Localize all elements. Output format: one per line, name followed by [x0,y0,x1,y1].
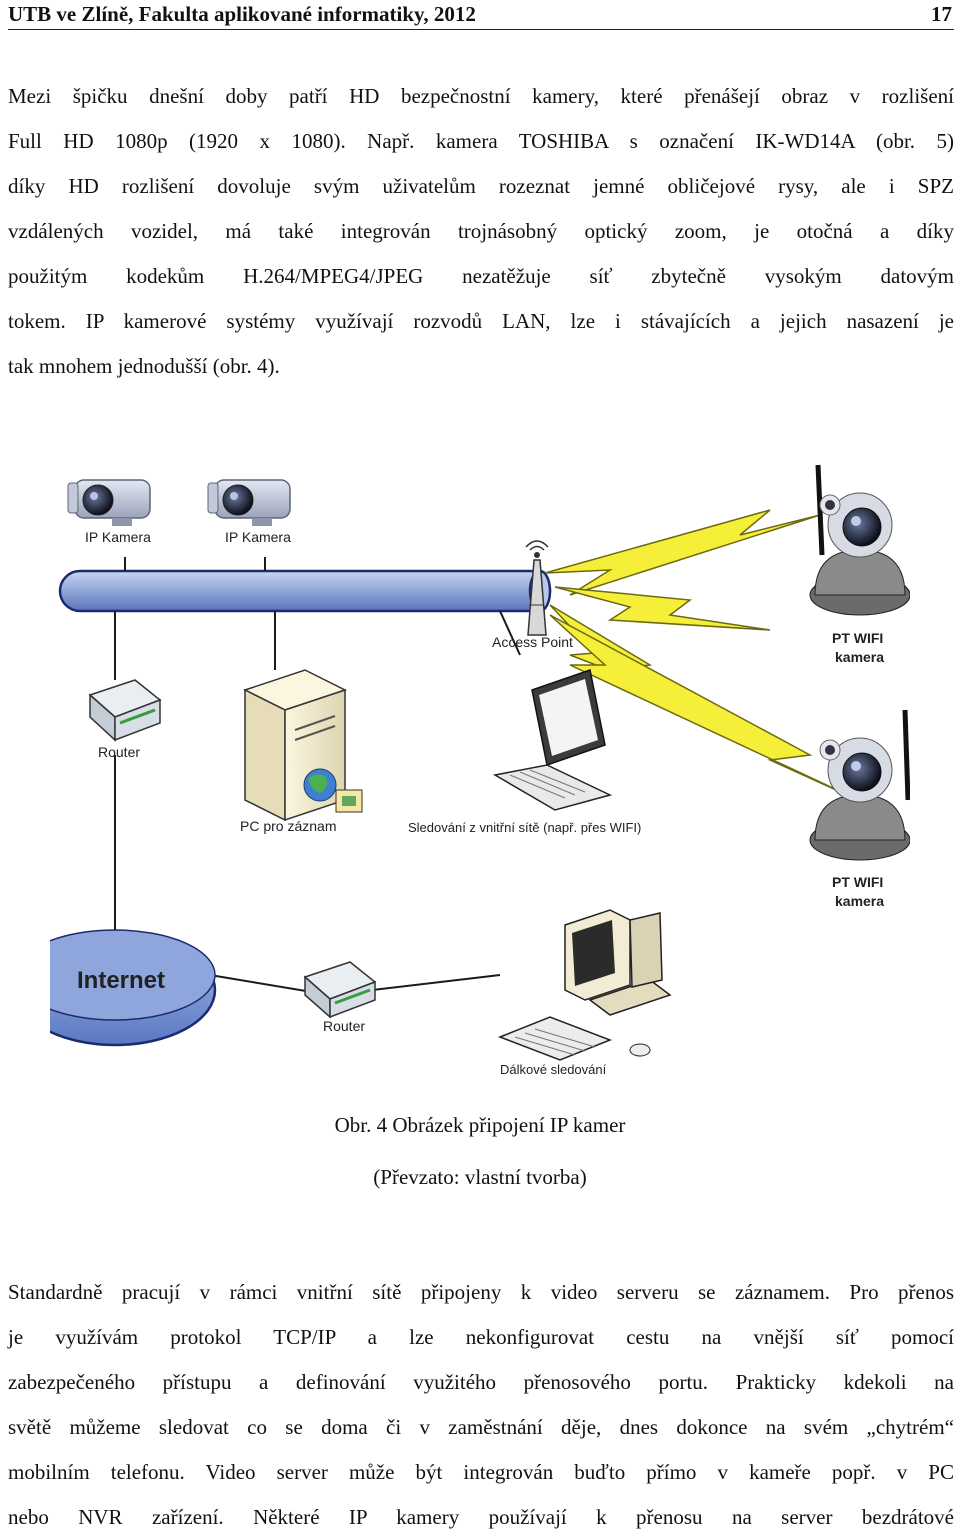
figure-caption: Obr. 4 Obrázek připojení IP kamer [334,1113,626,1137]
server-pc-icon [243,669,363,822]
network-diagram-figure: IP Kamera IP Kamera Access Point [13,455,911,1085]
paragraph-intro: Mezi špičku dnešní doby patří HD bezpečn… [8,74,954,389]
ip-camera-icon [67,479,151,526]
internet-icon [13,929,217,1047]
pt-wifi-camera-label: PT WIFI [832,874,883,890]
header-title: UTB ve Zlíně, Fakulta aplikované informa… [8,2,476,26]
text-line: Mezi špičku dnešní doby patří HD bezpečn… [8,84,954,108]
pt-wifi-camera-label: PT WIFI [832,630,883,646]
ip-camera-label: IP Kamera [85,529,151,545]
pt-wifi-camera-icon [809,464,911,616]
text-line: Full HD 1080p (1920 x 1080). Např. kamer… [8,129,954,153]
text-line: použitým kodekům H.264/MPEG4/JPEG nezatě… [8,264,954,288]
access-point-label: Access Point [492,634,573,650]
network-diagram: IP Kamera IP Kamera Access Point [13,464,911,1077]
remote-pc-icon [497,909,672,1061]
lan-bus [58,569,552,613]
text-line: nebo NVR zařízení. Některé IP kamery pou… [8,1505,954,1529]
figure-source: (Převzato: vlastní tvorba) [373,1165,587,1189]
text-line: Standardně pracují v rámci vnitřní sítě … [8,1280,954,1304]
pt-wifi-camera-label: kamera [835,893,884,909]
ip-camera-icon [207,479,291,526]
paragraph-body: Standardně pracují v rámci vnitřní sítě … [8,1270,954,1531]
access-point-icon [525,540,549,636]
wireless-signal [544,509,881,811]
pt-wifi-camera-icon [809,709,911,861]
text-line: díky HD rozlišení dovoluje svým uživatel… [8,174,954,198]
remote-monitoring-label: Dálkové sledování [500,1062,607,1077]
laptop-label: Sledování z vnitřní sítě (např. přes WIF… [408,820,641,835]
ip-camera-label: IP Kamera [225,529,291,545]
text-line: vzdálených vozidel, má také integrován t… [8,219,954,243]
page-number: 17 [931,2,952,26]
text-line: tak mnohem jednodušší (obr. 4). [8,354,280,378]
router-label: Router [98,744,140,760]
router-icon [88,679,162,742]
router-label: Router [323,1018,365,1034]
pc-record-label: PC pro záznam [240,818,336,834]
page-header: UTB ve Zlíně, Fakulta aplikované informa… [8,2,954,30]
text-line: tokem. IP kamerové systémy využívají roz… [8,309,954,333]
internet-label: Internet [77,967,165,994]
laptop-icon [492,669,613,811]
text-line: zabezpečeného přístupu a definování využ… [8,1370,954,1394]
text-line: je využívám protokol TCP/IP a lze nekonf… [8,1325,954,1349]
pt-wifi-camera-label: kamera [835,649,884,665]
text-line: světě můžeme sledovat co se doma či v za… [8,1415,954,1439]
text-line: mobilním telefonu. Video server může být… [8,1460,954,1484]
router-icon [303,961,377,1019]
